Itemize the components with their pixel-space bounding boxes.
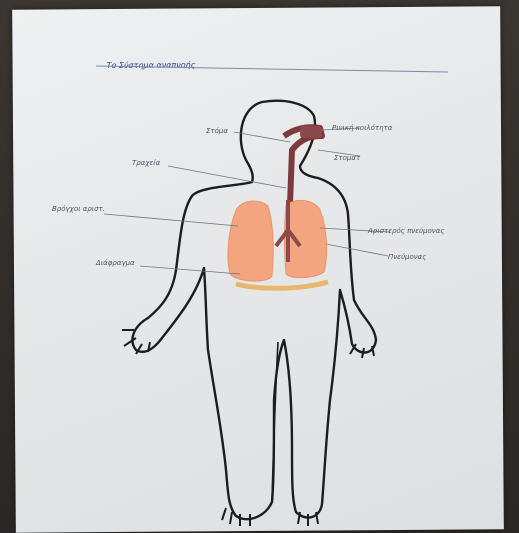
label-trachea: Τραχεία (132, 160, 160, 167)
label-nasal-cavity: Ρινική κοιλότητα (332, 125, 392, 132)
right-lung (285, 200, 327, 277)
left-lung (228, 201, 273, 281)
title-underline (96, 66, 448, 72)
body-outline (132, 101, 376, 519)
label-bronchus-left: Βρόγχοι αριστ. (52, 206, 105, 213)
leader-line (168, 166, 286, 188)
leader-line (140, 266, 240, 274)
label-pharynx: Στοματ (334, 155, 360, 162)
diaphragm (236, 282, 328, 288)
label-diaphragm: Διάφραγμα (96, 260, 135, 267)
leader-line (234, 132, 290, 142)
nasal-cavity (300, 126, 322, 138)
right-foot (298, 512, 318, 526)
leader-line (326, 244, 388, 256)
label-right-lung: Αριστερός πνεύμονας (368, 228, 444, 235)
leader-line (104, 214, 238, 226)
label-mouth: Στόμα (206, 128, 228, 135)
label-lung: Πνεύμονας (388, 254, 426, 261)
